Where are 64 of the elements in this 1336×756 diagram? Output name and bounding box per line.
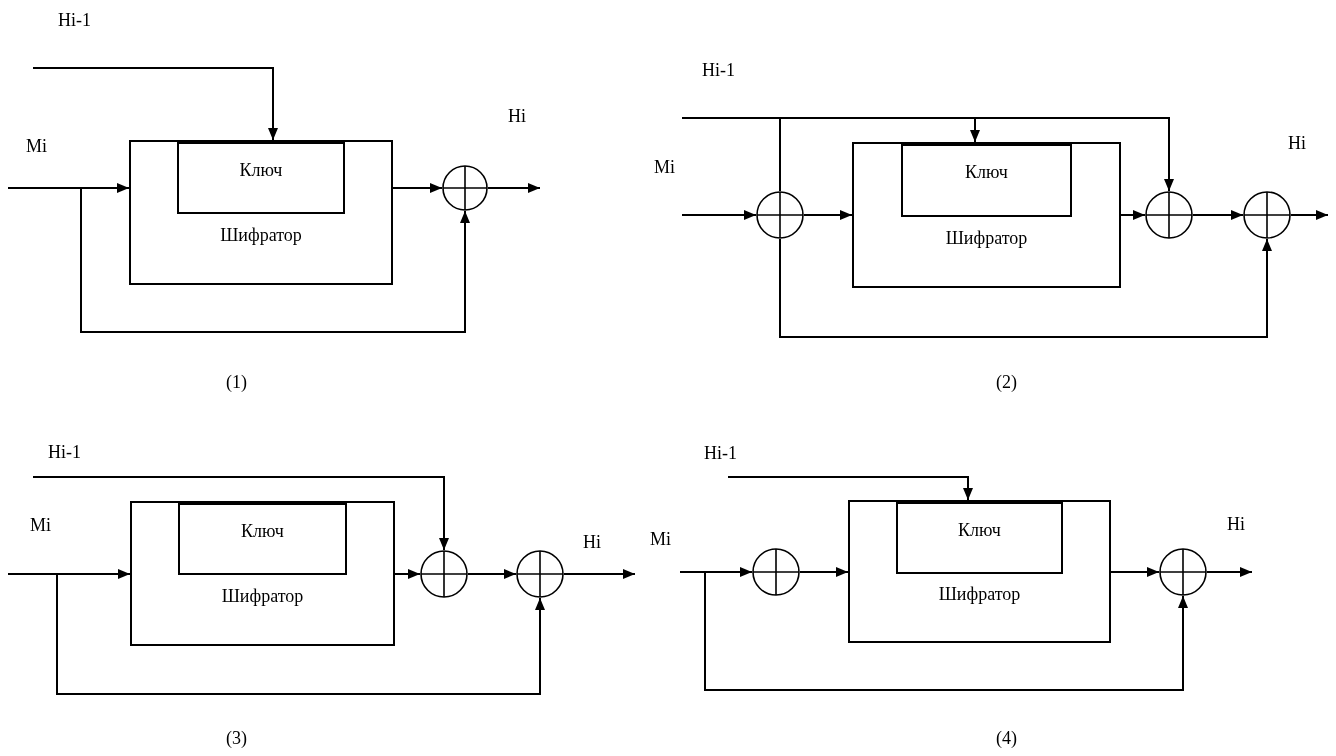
arrow: [799, 567, 849, 577]
box-label: Ключ: [241, 521, 284, 542]
arrow: [32, 67, 278, 141]
box-label: Ключ: [965, 162, 1008, 183]
box-label: Шифратор: [938, 584, 1021, 605]
arrow: [80, 187, 470, 333]
arrow: [1192, 210, 1244, 220]
signal-label: Hi-1: [58, 10, 91, 31]
encryptor-box: [848, 500, 1111, 643]
signal-label: Hi: [508, 106, 526, 127]
arrow: [32, 476, 449, 551]
box-label: Шифратор: [221, 586, 304, 607]
signal-label: (1): [226, 372, 247, 393]
arrow: [1110, 567, 1160, 577]
signal-label: (2): [996, 372, 1017, 393]
signal-label: Mi: [654, 157, 675, 178]
arrow: [779, 238, 1272, 338]
arrow: [394, 569, 421, 579]
arrow: [1206, 567, 1253, 577]
encryptor-box: [852, 142, 1121, 288]
signal-label: Mi: [650, 529, 671, 550]
encryptor-box: [130, 501, 395, 646]
box-label: Шифратор: [220, 225, 302, 246]
xor-circle: [1145, 191, 1193, 239]
arrow: [56, 573, 545, 695]
signal-label: Hi-1: [48, 442, 81, 463]
arrow: [727, 476, 973, 501]
arrow: [679, 567, 753, 577]
arrow: [467, 569, 517, 579]
signal-label: Mi: [26, 136, 47, 157]
xor-circle: [442, 165, 488, 211]
signal-label: (4): [996, 728, 1017, 749]
signal-label: Hi: [583, 532, 601, 553]
xor-circle: [420, 550, 468, 598]
signal-label: Hi-1: [702, 60, 735, 81]
signal-label: Hi-1: [704, 443, 737, 464]
arrow: [1290, 210, 1329, 220]
signal-label: Mi: [30, 515, 51, 536]
arrow: [1120, 210, 1146, 220]
signal-label: (3): [226, 728, 247, 749]
xor-circle: [756, 191, 804, 239]
arrow: [487, 183, 541, 193]
key-box: [177, 142, 345, 214]
arrow: [392, 183, 443, 193]
xor-circle: [1159, 548, 1207, 596]
xor-circle: [1243, 191, 1291, 239]
key-box: [896, 502, 1063, 574]
arrow: [803, 210, 853, 220]
key-box: [901, 144, 1072, 217]
box-label: Ключ: [958, 520, 1001, 541]
box-label: Шифратор: [945, 228, 1028, 249]
signal-label: Hi: [1288, 133, 1306, 154]
arrow: [7, 569, 131, 579]
key-box: [178, 503, 347, 575]
encryptor-box: [129, 140, 393, 285]
arrow: [681, 117, 1174, 192]
arrow: [7, 183, 130, 193]
box-label: Ключ: [239, 160, 283, 181]
arrow: [681, 210, 757, 220]
signal-label: Hi: [1227, 514, 1245, 535]
xor-circle: [516, 550, 564, 598]
arrow: [563, 569, 636, 579]
arrow: [704, 571, 1188, 691]
xor-circle: [752, 548, 800, 596]
